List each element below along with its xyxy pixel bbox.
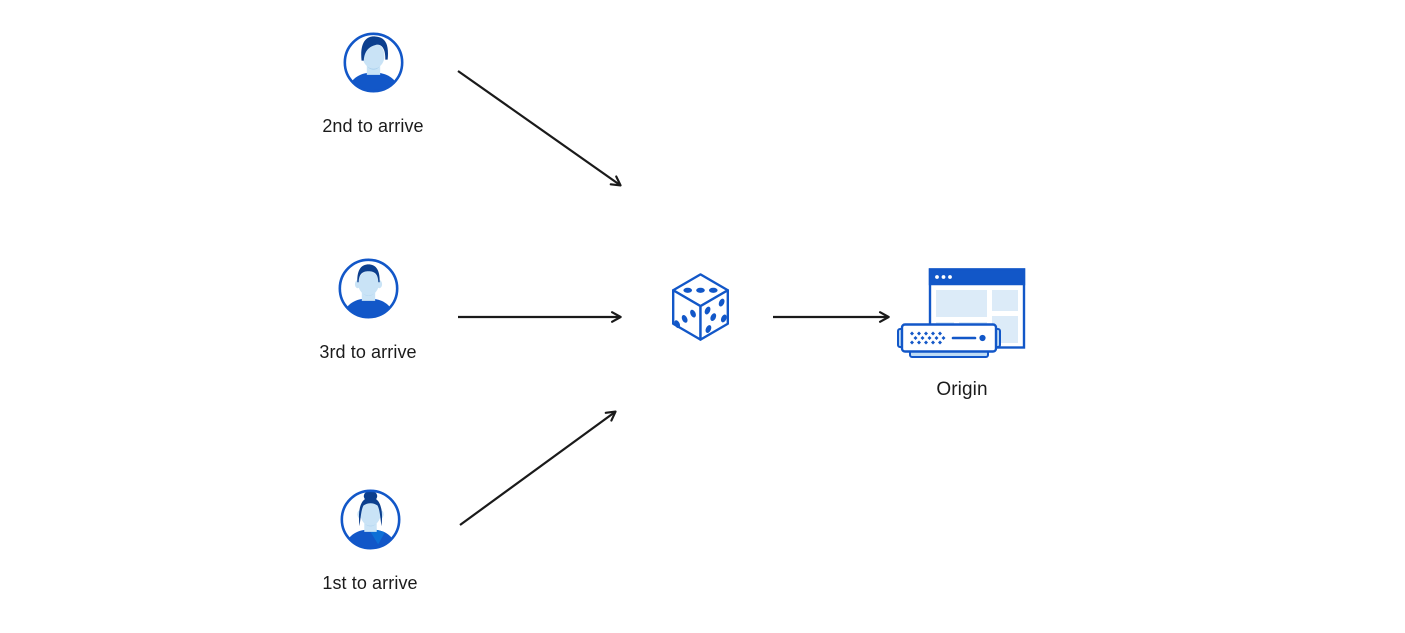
user-first-node: 1st to arrive <box>297 487 443 594</box>
browser-window-and-server-icon <box>897 268 1026 358</box>
origin-label: Origin <box>936 379 988 400</box>
origin-node: Origin <box>896 266 1028 401</box>
arrow-user-first-to-dice <box>459 410 617 526</box>
male-user-avatar-swept-hair-icon <box>343 32 403 93</box>
user-second-node: 2nd to arrive <box>300 30 446 137</box>
arrow-user-second-to-dice <box>457 70 622 187</box>
server-vent-diamonds <box>910 331 946 345</box>
user-second-label: 2nd to arrive <box>322 116 424 136</box>
user-first-label: 1st to arrive <box>322 573 418 593</box>
male-user-avatar-short-hair-icon <box>338 258 398 319</box>
female-user-avatar-bun-icon <box>340 489 400 550</box>
dice-node <box>667 270 734 344</box>
dice-cube-random-icon <box>672 273 729 341</box>
user-third-node: 3rd to arrive <box>295 256 441 363</box>
user-third-label: 3rd to arrive <box>319 342 417 362</box>
